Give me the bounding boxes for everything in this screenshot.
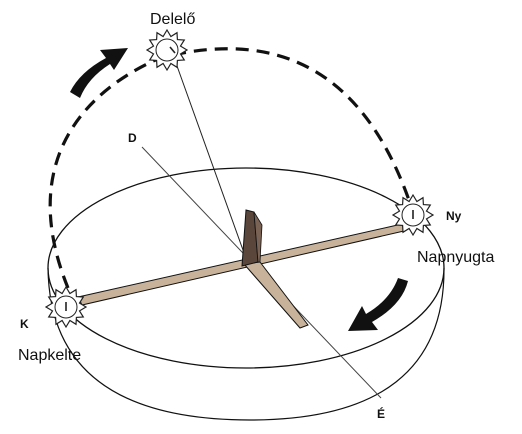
direction-north: É — [377, 406, 385, 421]
lower-dome — [47, 267, 445, 421]
direction-south: D — [128, 131, 137, 145]
horizon-ellipse — [47, 167, 445, 369]
sunset-label: Napnyugta — [417, 249, 494, 266]
east-west-shadow — [77, 223, 405, 306]
sun-icon — [392, 194, 434, 236]
north-shadow — [243, 261, 309, 329]
sun-icon — [146, 29, 188, 71]
noon-label: Delelő — [150, 11, 195, 28]
gnomon-face — [253, 211, 263, 263]
arrow-icon — [70, 48, 128, 98]
direction-east: K — [20, 317, 29, 331]
sunrise-label: Napkelte — [18, 347, 81, 364]
noon-ray — [171, 51, 249, 265]
arrow-icon — [348, 278, 408, 331]
direction-west: Ny — [446, 209, 462, 223]
sun-icon — [45, 286, 87, 328]
